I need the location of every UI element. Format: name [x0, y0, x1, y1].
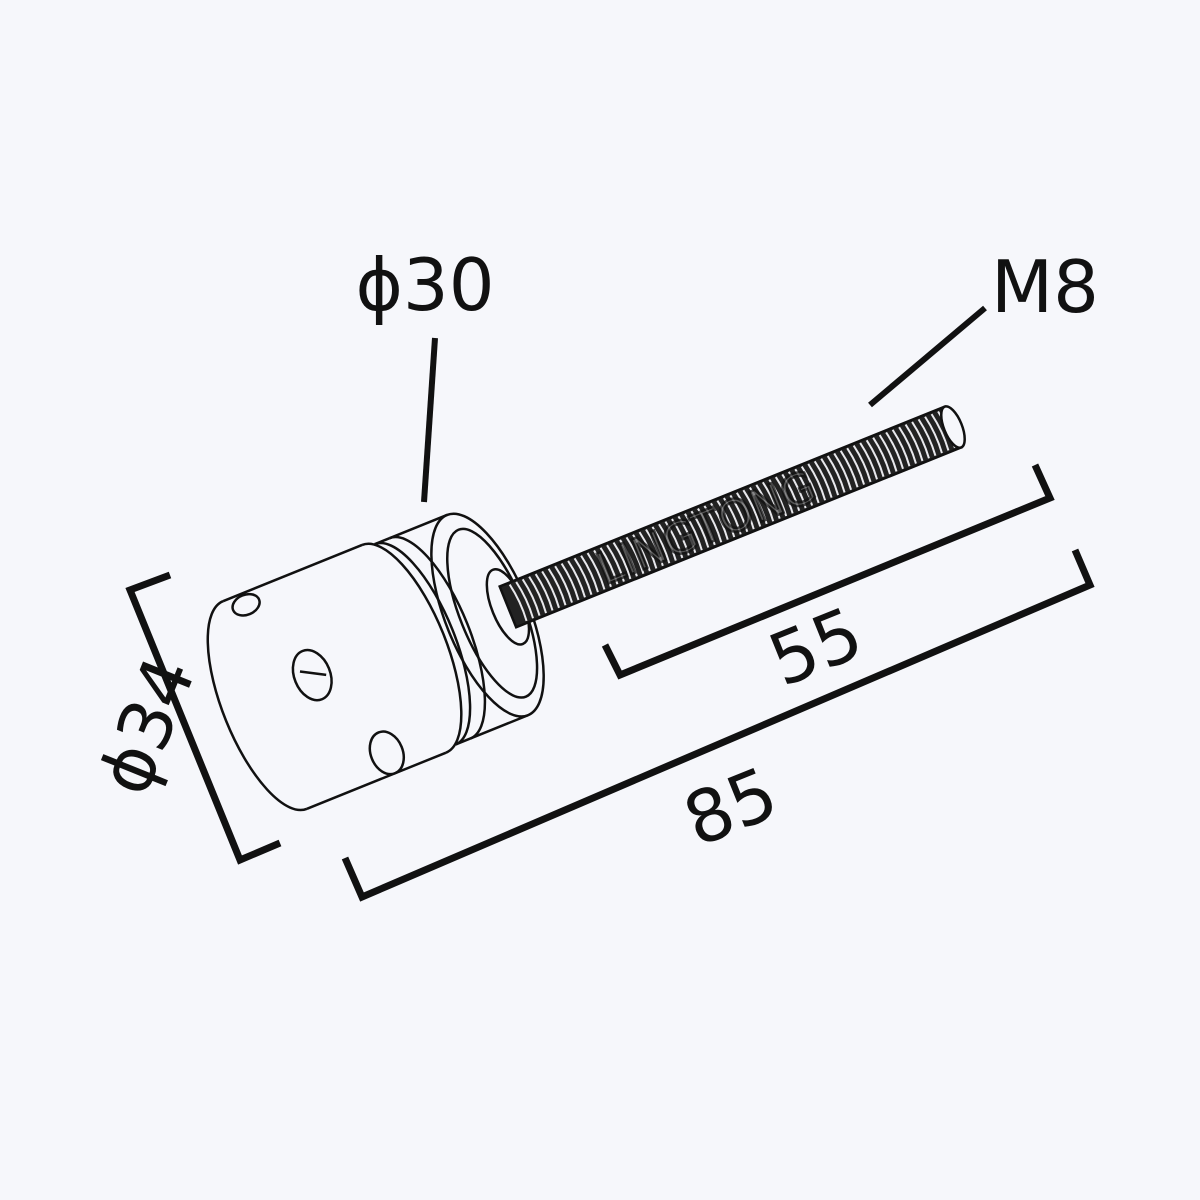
thread-ridge [904, 424, 924, 462]
leader-line-thread [868, 305, 987, 408]
thread-ridge [586, 552, 606, 590]
thread-ridge [697, 507, 716, 546]
thread-ridge [541, 570, 560, 609]
thread-ridge [800, 466, 820, 504]
head-cap [389, 512, 545, 740]
thread-ridge [865, 439, 885, 477]
thread-ridge [736, 492, 755, 530]
thread-ridge [878, 434, 898, 472]
thread-ridge [885, 431, 904, 470]
thread-ridge [872, 437, 891, 475]
screw-hole-2 [368, 730, 406, 776]
dimension-line-total-length [341, 548, 1095, 902]
thread-ridge [716, 500, 736, 538]
thread-ridge [924, 416, 943, 454]
thread-ridge [839, 450, 859, 488]
thread-ridge [891, 429, 911, 467]
thread-ridge [833, 452, 853, 491]
label-body-diameter: ϕ34 [82, 645, 212, 805]
thread-ridge [820, 458, 840, 496]
thread-ridge [742, 489, 762, 527]
thread-ridge [554, 565, 573, 603]
thread-ridge [547, 568, 567, 606]
thread-ridge [755, 484, 775, 522]
watermark: LINGTONG [590, 461, 824, 595]
thread-ridge [911, 421, 930, 459]
thread-ridge [826, 455, 846, 493]
thread-ridge [768, 479, 788, 517]
thread-ridge [898, 426, 917, 464]
thread-ridge [690, 510, 710, 548]
dimension-line-thread-length [601, 463, 1055, 680]
screw-hole-3 [231, 592, 261, 617]
thread-ridge [684, 513, 703, 551]
thread-ridge [638, 531, 658, 569]
collar-ring [361, 537, 472, 754]
thread-ridge [703, 505, 723, 543]
thread-ridge [781, 473, 801, 512]
thread-ridge [560, 563, 580, 601]
thread-ridge [774, 476, 794, 514]
screw-hole-1 [291, 648, 333, 702]
thread-ridge [599, 547, 619, 585]
thread-ridge [671, 518, 690, 556]
thread-ridge [625, 536, 645, 574]
thread-ridge [807, 463, 827, 501]
thread-ridge [729, 494, 749, 533]
thread-ridge [645, 528, 664, 567]
thread-ridge [859, 442, 878, 480]
thread-ridge [787, 471, 807, 509]
thread-ridge [677, 515, 697, 554]
thread-ridge [593, 549, 612, 588]
threaded-rod [498, 405, 966, 629]
thread-ridge [508, 584, 528, 622]
thread-ridge [658, 523, 677, 561]
thread-ridge [813, 460, 833, 498]
thread-ridge [528, 576, 547, 614]
thread-ridge [619, 539, 638, 577]
thread-ridge [567, 560, 586, 598]
thread-ridge [632, 534, 651, 572]
thread-ridge [651, 526, 671, 564]
thread-ridge [515, 581, 534, 619]
thread-ridge [761, 481, 781, 519]
label-head-diameter: ϕ30 [355, 243, 494, 327]
thread-ridge [521, 578, 541, 616]
thread-ridge [606, 544, 625, 582]
thread-ridge [534, 573, 554, 611]
thread-ridge [749, 486, 768, 525]
thread-ridge [723, 497, 742, 535]
thread-ridge [580, 555, 599, 593]
label-total-length: 85 [672, 751, 788, 863]
thread-ridge [710, 502, 729, 540]
thread-ridge [852, 445, 872, 483]
thread-ridge [664, 521, 684, 559]
body-cylinder [206, 543, 447, 812]
thread-ridge [930, 413, 950, 451]
thread-ridge [573, 557, 593, 595]
thread-ridge [846, 447, 865, 485]
thread-ridge [612, 542, 632, 580]
label-thread: M8 [991, 245, 1099, 329]
thread-ridge [917, 418, 937, 456]
thread-ridge [794, 468, 814, 506]
dimension-line-body-diameter [125, 571, 282, 865]
leader-line-head-diameter [421, 337, 438, 503]
